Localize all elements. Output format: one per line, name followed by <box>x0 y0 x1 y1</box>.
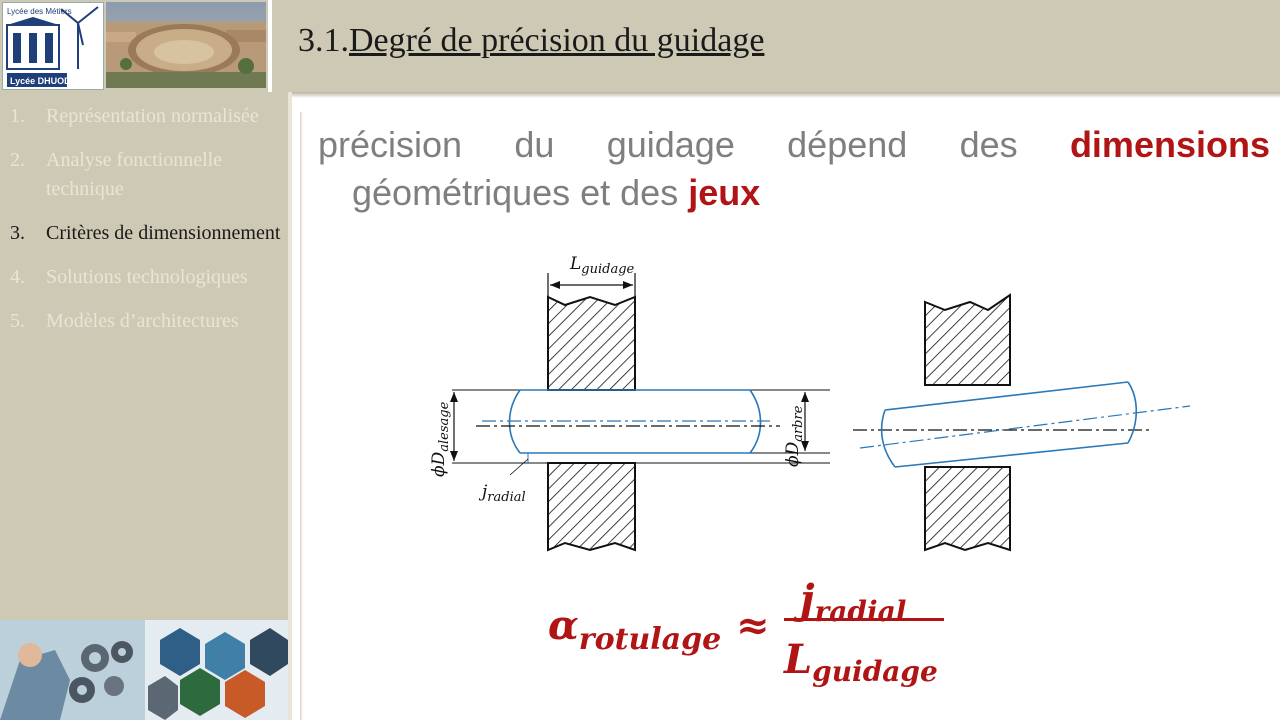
rotulage-formula: αrotulage ≈ jradial Lguidage <box>548 576 968 688</box>
bore-upper-block <box>547 295 636 391</box>
tilted-shaft-axis <box>859 405 1191 449</box>
sidebar-item-label: Représentation normalisée <box>46 105 259 127</box>
logo-line1: Lycée des Métiers <box>7 7 72 16</box>
emphasis-dimensions: dimensions <box>1069 124 1270 165</box>
word: précision <box>318 124 463 165</box>
sidebar-edge <box>288 92 292 720</box>
fraction-bar <box>784 618 944 621</box>
school-logo: Lycée des Métiers Lycée DHUODA <box>2 2 104 90</box>
formula-lhs: αrotulage <box>548 602 722 657</box>
line2-text: géométriques et des <box>352 172 689 213</box>
tilted-shaft-top <box>884 381 1129 411</box>
sidebar-item-label: Analyse fonctionnelle technique <box>46 149 223 200</box>
formula-denominator: Lguidage <box>784 636 938 688</box>
sidebar-item-label: Modèles d’architectures <box>46 310 239 332</box>
header-shadow <box>0 92 1280 98</box>
sidebar-item-criteres[interactable]: 3.Critères de dimensionnement <box>10 219 285 248</box>
word: des <box>959 124 1018 165</box>
label-D-alesage: ϕDalesage <box>429 401 452 477</box>
page-title: 3.1.Degré de précision du guidage <box>298 22 764 60</box>
tilted-shaft-bottom <box>894 442 1129 468</box>
sidebar-item-solutions[interactable]: 4.Solutions technologiques <box>10 263 285 292</box>
label-D-arbre: ϕDarbre <box>783 405 806 467</box>
sidebar-item-label: Solutions technologiques <box>46 266 248 288</box>
logo-line2: Lycée DHUODA <box>10 76 78 86</box>
label-L: Lguidage <box>569 254 635 277</box>
bore-lower-block <box>547 462 636 552</box>
word: guidage <box>606 124 735 165</box>
guidage-diagram: Lguidage ϕDalesage ϕDarbre jradial <box>429 254 1191 552</box>
body-line-1: précision du guidage dépend des dimensio… <box>318 124 1270 166</box>
arena-photo <box>106 2 266 88</box>
formula-numerator: jradial <box>800 576 907 628</box>
label-j: jradial <box>478 482 526 505</box>
body-line-2: géométriques et des jeux <box>318 172 1270 214</box>
emphasis-jeux: jeux <box>688 172 761 213</box>
sidebar-item-representation[interactable]: 1.Représentation normalisée <box>10 102 285 131</box>
decorative-images <box>0 620 288 720</box>
formula-approx: ≈ <box>736 602 770 649</box>
word: du <box>514 124 555 165</box>
content-divider <box>300 112 303 720</box>
sidebar-item-modeles[interactable]: 5.Modèles d’architectures <box>10 307 285 336</box>
header-divider <box>268 0 272 92</box>
title-text: Degré de précision du guidage <box>349 22 765 59</box>
tilted-upper-block <box>924 293 1011 386</box>
tilted-lower-block <box>924 466 1011 552</box>
body-text: précision du guidage dépend des dimensio… <box>318 124 1270 214</box>
word: dépend <box>787 124 908 165</box>
sidebar-list: 1.Représentation normalisée 2.Analyse fo… <box>10 102 285 351</box>
sidebar-item-analyse[interactable]: 2.Analyse fonctionnelle technique <box>10 146 285 204</box>
sidebar-item-label: Critères de dimensionnement <box>46 222 281 244</box>
section-number: 3.1. <box>298 22 349 59</box>
sidebar: 1.Représentation normalisée 2.Analyse fo… <box>0 92 288 620</box>
